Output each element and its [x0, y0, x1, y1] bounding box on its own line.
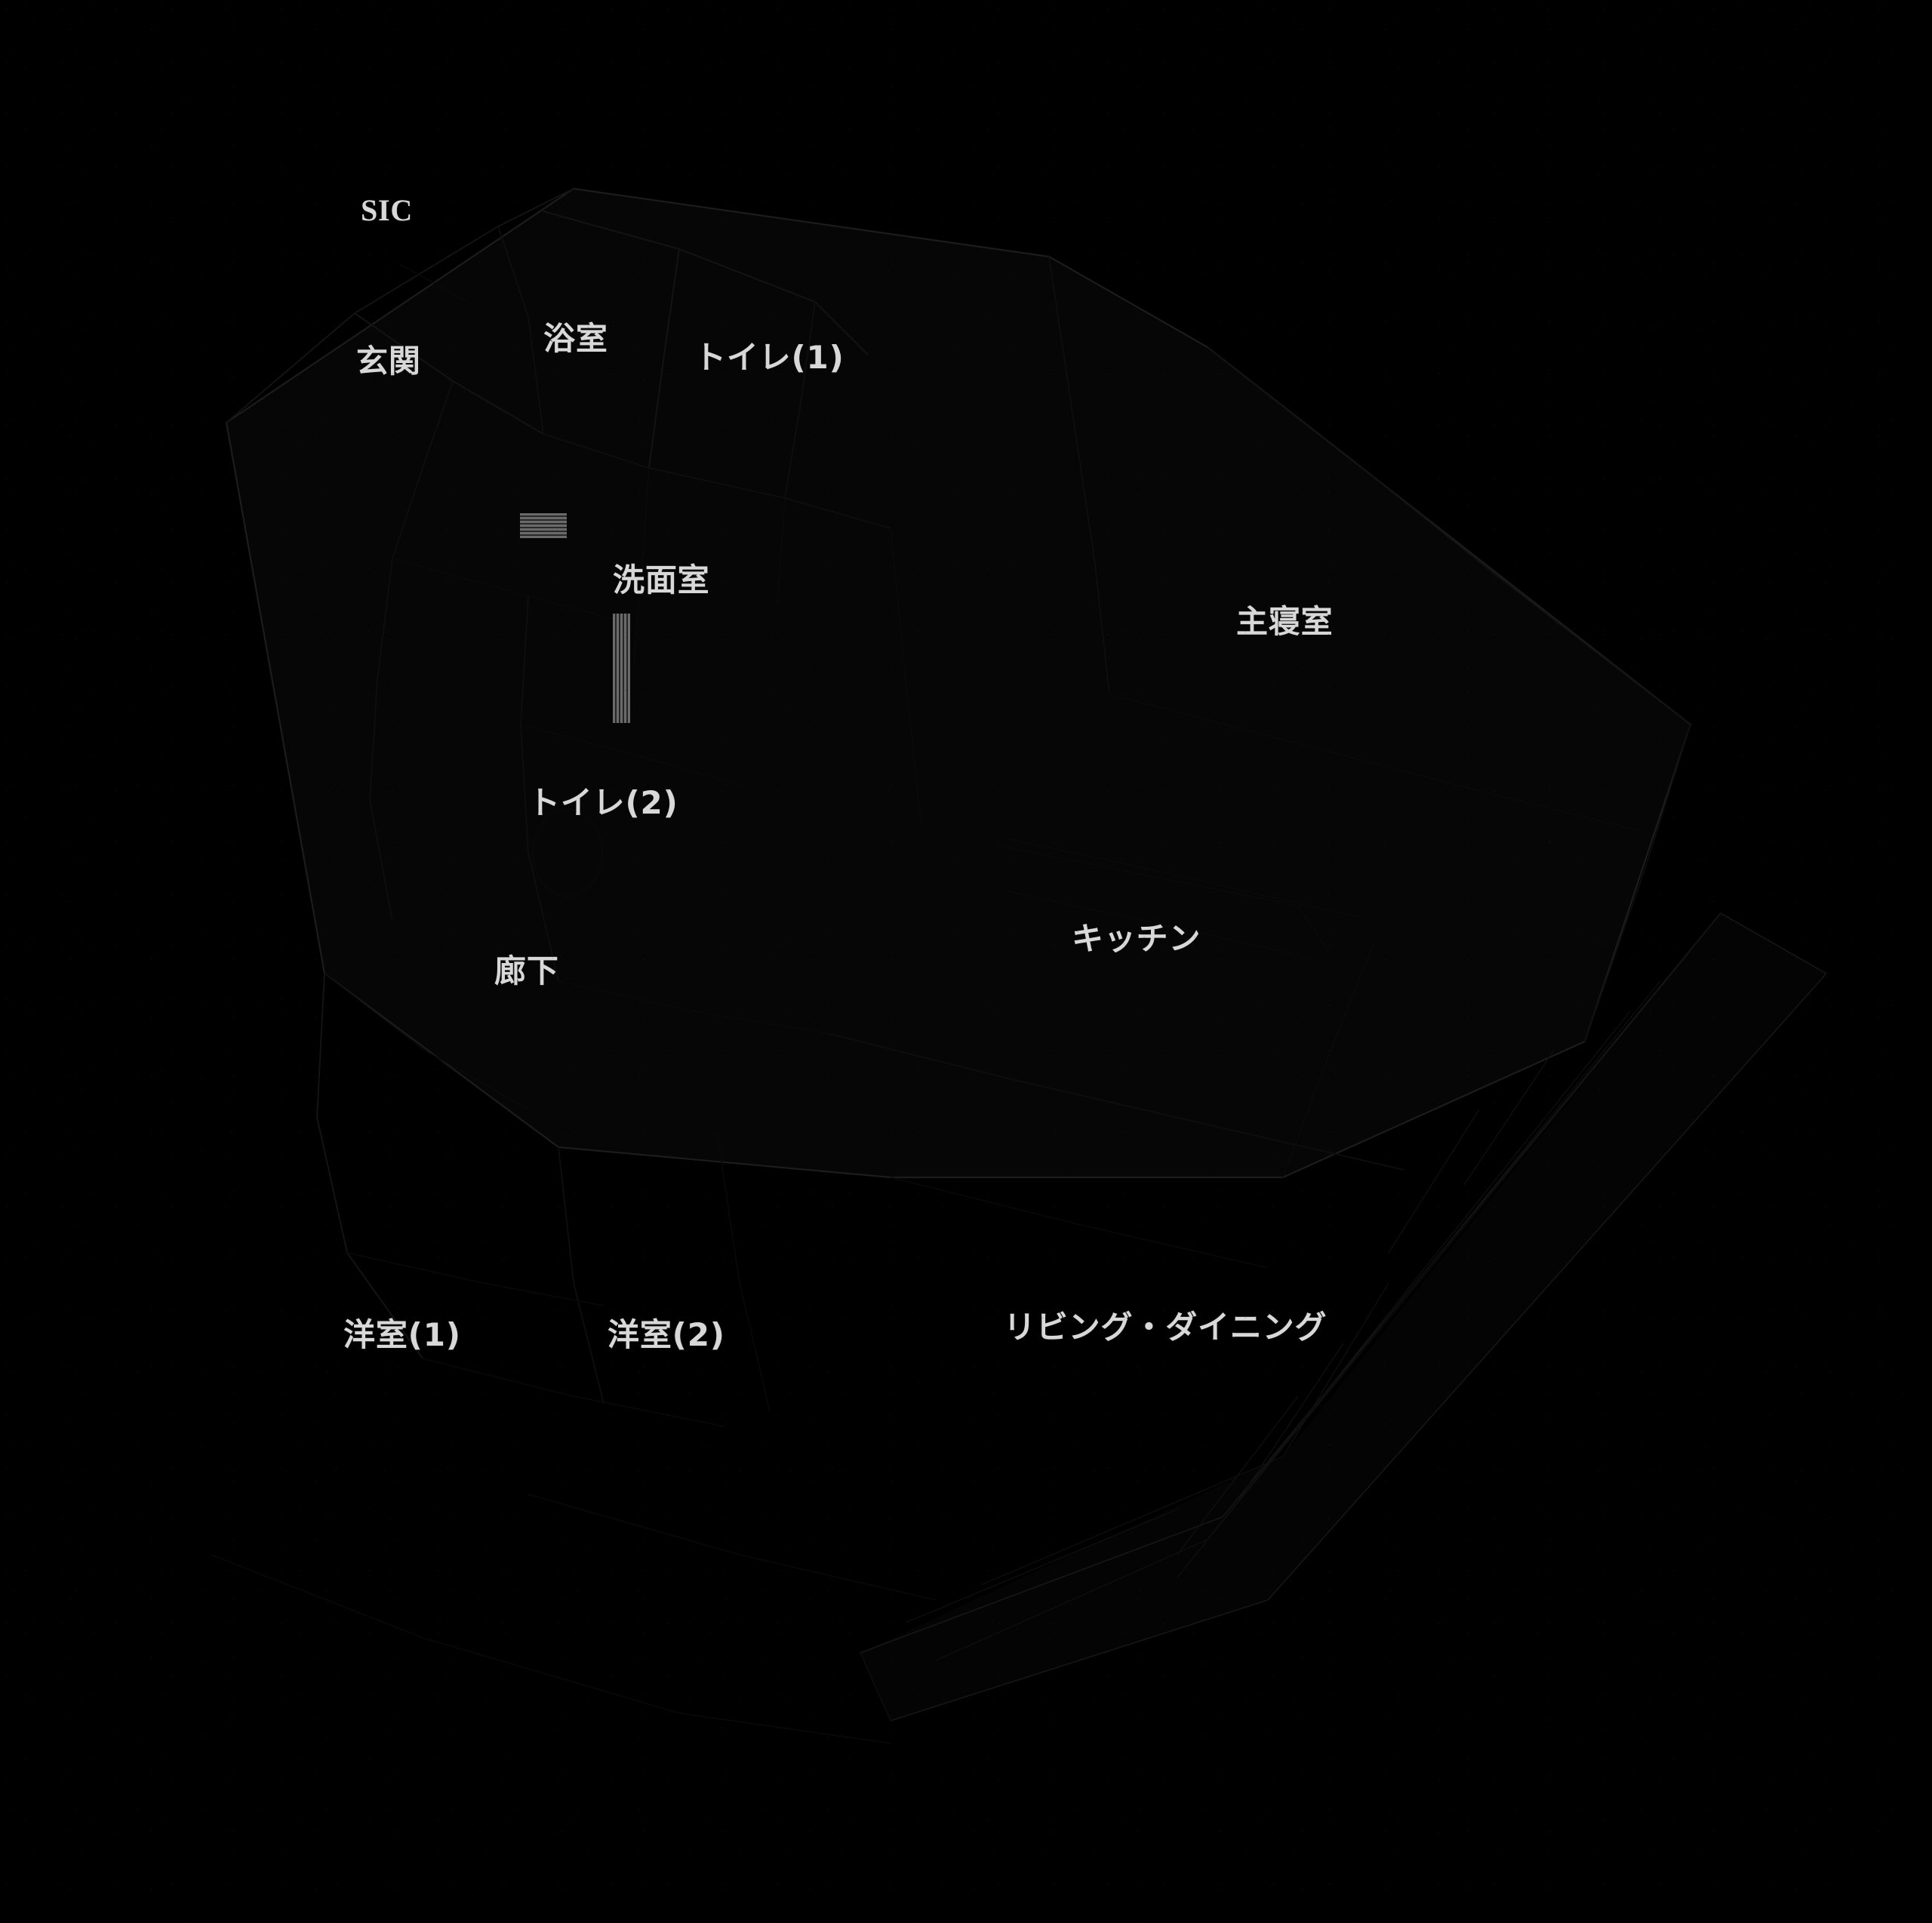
partition-wall-block — [613, 614, 630, 723]
room-label-yokushitsu: 浴室 — [543, 320, 608, 357]
kitchen-walls — [890, 528, 1329, 959]
room-label-senmenshitsu: 洗面室 — [613, 562, 710, 598]
counter-unit-block — [520, 513, 567, 538]
room-label-toilet-2: トイレ(2) — [528, 784, 678, 821]
room-label-toilet-1: トイレ(1) — [694, 339, 844, 376]
room-label-genkan: 玄関 — [356, 343, 421, 380]
bedroom-walls — [315, 973, 771, 1427]
corridor-walls — [324, 558, 831, 1110]
room-label-kitchen: キッチン — [1072, 920, 1201, 957]
room-label-rouka: 廊下 — [494, 952, 559, 989]
room-label-shushinshitsu: 主寝室 — [1236, 603, 1334, 640]
room-label-sic: SIC — [361, 193, 414, 227]
room-label-yoshitsu-2: 洋室(2) — [608, 1316, 725, 1353]
room-label-living-dining: リビング・ダイニング — [1004, 1309, 1327, 1346]
apartment-outline — [225, 187, 1692, 1179]
living-dining-walls — [829, 943, 1404, 1269]
ground-shadow — [211, 1494, 937, 1744]
room-label-yoshitsu-1: 洋室(1) — [343, 1316, 461, 1353]
